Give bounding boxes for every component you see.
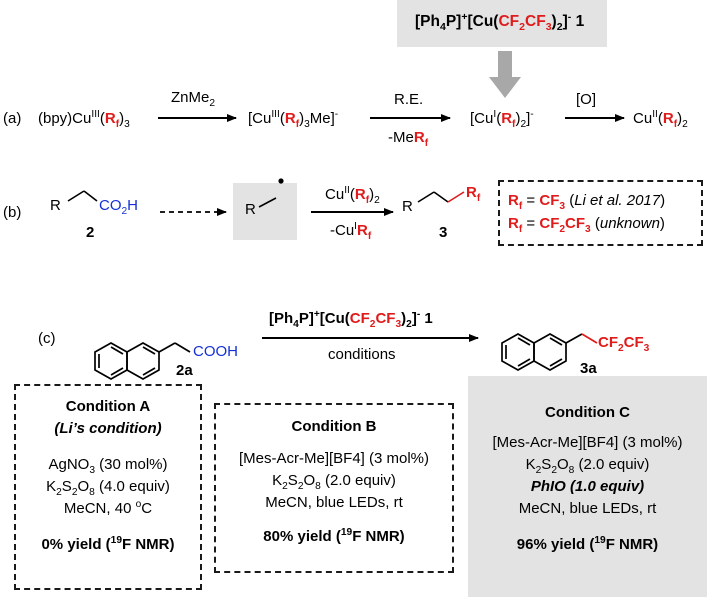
gray-down-arrow-icon	[489, 51, 521, 98]
rf-legend-1: Rf = CF3 (Li et al. 2017)	[508, 192, 666, 212]
arrow-b-top: CuII(Rf)2	[325, 185, 380, 206]
product-3-r: R	[402, 198, 413, 215]
cu3-start: (bpy)CuIII(Rf)3	[38, 109, 130, 130]
condition-c-title: Condition C	[545, 404, 630, 421]
naphthalene-3a-structure	[501, 333, 598, 371]
condition-a-box	[14, 384, 202, 590]
reagent-box	[397, 0, 607, 47]
condition-a-subtitle: (Li’s condition)	[54, 420, 162, 437]
acid-number: 2	[86, 224, 95, 241]
product-3-rf: Rf	[466, 184, 481, 204]
arrow-b-bottom: -CuIRf	[330, 221, 372, 242]
label-b: (b)	[3, 204, 22, 221]
product-cf2cf3: CF2CF3	[598, 334, 650, 354]
condition-b-line-2: K2S2O8 (2.0 equiv)	[272, 472, 396, 492]
rf-legend-2: Rf = CF2CF3 (unknown)	[508, 215, 665, 235]
product-number-3a: 3a	[580, 360, 597, 377]
arrow-a2-top: R.E.	[394, 91, 424, 108]
arrow-a1-top: ZnMe2	[171, 89, 216, 109]
radical-bond	[258, 197, 277, 208]
condition-a-yield: 0% yield (19F NMR)	[41, 535, 175, 553]
condition-c-line-3: PhIO (1.0 equiv)	[530, 478, 645, 495]
acid-co2h: CO2H	[99, 197, 139, 217]
radical-r: R	[245, 201, 256, 218]
condition-b-box	[214, 403, 454, 573]
product-number: 3	[439, 224, 448, 241]
label-c: (c)	[38, 330, 56, 347]
cu2-end: CuII(Rf)2	[633, 109, 688, 130]
condition-c-yield: 96% yield (19F NMR)	[516, 535, 659, 553]
arrow-c-bottom: conditions	[328, 346, 396, 363]
cu1-cuprate: [CuI(Rf)2]-	[470, 109, 534, 130]
sm-number: 2a	[176, 362, 193, 379]
condition-a-line-1: AgNO3 (30 mol%)	[48, 456, 168, 476]
acid-2-structure	[67, 190, 98, 202]
product-3-structure	[417, 191, 465, 203]
naphthalene-2a-structure	[94, 342, 191, 380]
condition-b: Condition B [Mes-Acr-Me][BF4] (3 mol%) K…	[216, 416, 452, 548]
label-a: (a)	[3, 110, 22, 127]
radical-dot-icon	[278, 178, 284, 184]
reagent-label: [Ph4P]+[Cu(CF2CF3)2]- 1	[415, 10, 585, 34]
condition-c-panel	[468, 376, 707, 597]
condition-b-line-3: MeCN, blue LEDs, rt	[265, 494, 403, 511]
condition-c-line-4: MeCN, blue LEDs, rt	[518, 500, 657, 517]
cu3-ate: [CuIII(Rf)3Me]-	[248, 109, 339, 130]
condition-c: Condition C [Mes-Acr-Me][BF4] (3 mol%) K…	[470, 402, 705, 556]
condition-b-line-1: [Mes-Acr-Me][BF4] (3 mol%)	[238, 450, 430, 467]
arrow-a3-top: [O]	[576, 91, 597, 108]
rf-legend-box	[498, 180, 703, 246]
radical-box	[233, 183, 297, 240]
sm-cooh: COOH	[193, 343, 238, 360]
condition-a-line-3: MeCN, 40 oC	[63, 499, 153, 517]
condition-a-line-2: K2S2O8 (4.0 equiv)	[46, 478, 170, 498]
condition-b-title: Condition B	[291, 418, 377, 435]
arrow-c-top: [Ph4P]+[Cu(CF2CF3)2]- 1	[269, 309, 433, 330]
condition-a: Condition A (Li’s condition) AgNO3 (30 m…	[16, 396, 200, 556]
condition-c-line-1: [Mes-Acr-Me][BF4] (3 mol%)	[492, 434, 683, 451]
condition-a-title: Condition A	[65, 398, 151, 415]
condition-c-line-2: K2S2O8 (2.0 equiv)	[525, 456, 650, 476]
arrow-a2-bottom: -MeRf	[388, 129, 429, 149]
acid-r: R	[50, 197, 61, 214]
condition-b-yield: 80% yield (19F NMR)	[263, 527, 405, 545]
